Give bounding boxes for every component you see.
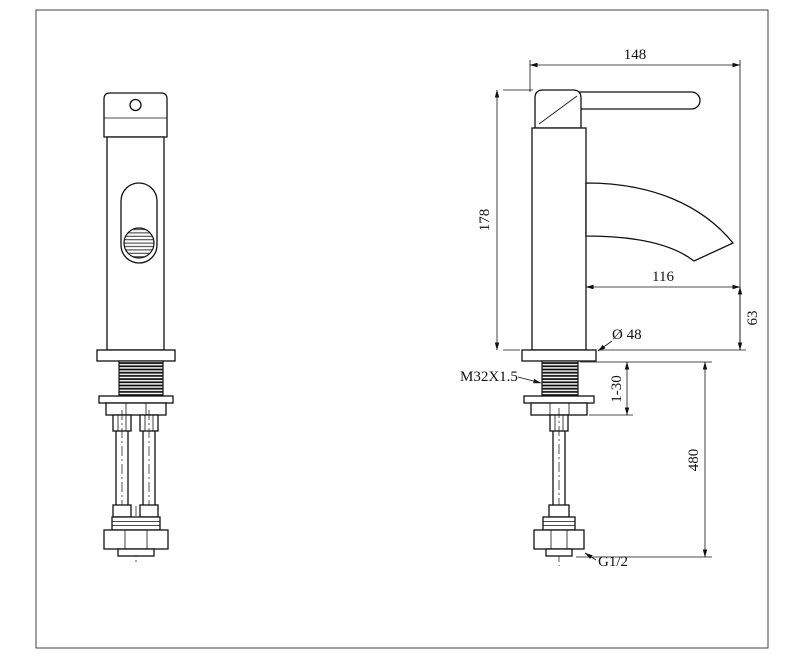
sheet-border (35, 9, 769, 649)
mounting-thread-side (541, 360, 579, 397)
side-view (521, 89, 735, 566)
hose-end-fitting-side (533, 504, 585, 557)
dim-overall-width: 148 (529, 47, 741, 350)
dim-hose-thread: G1/2 (584, 552, 628, 570)
hex-nut-front (103, 529, 169, 550)
dim-text-178: 178 (477, 209, 493, 232)
dim-outlet-height: 63 (598, 286, 761, 351)
dim-text-480: 480 (686, 449, 702, 472)
dim-mounting-thread: M32X1.5 (460, 369, 542, 385)
front-view (96, 92, 176, 562)
mounting-thread-front (118, 360, 164, 397)
washer-side (523, 395, 595, 404)
dim-text-diameter: Ø 48 (612, 327, 642, 343)
base-flange-front (96, 349, 176, 362)
hose-end-fitting-front (103, 504, 169, 562)
dim-clamp-range: 1-30 (580, 361, 712, 416)
washer-front (98, 395, 174, 404)
handle-cap (103, 92, 168, 138)
dim-text-thread: M32X1.5 (460, 369, 518, 385)
faucet-body-side (531, 127, 587, 351)
dim-text-116: 116 (652, 269, 674, 285)
handle-button (129, 98, 142, 112)
dim-text-148: 148 (624, 47, 647, 63)
dim-text-g12: G1/2 (598, 554, 628, 570)
dim-base-diameter: Ø 48 (597, 327, 642, 352)
aerator (123, 227, 155, 259)
hex-nut-side (533, 529, 585, 550)
dim-text-63: 63 (745, 311, 761, 326)
lock-nut-front (105, 402, 167, 416)
supply-hoses-front (115, 410, 156, 520)
dim-body-height: 178 (477, 89, 533, 351)
spout (585, 182, 735, 262)
dim-spout-reach: 116 (585, 269, 741, 290)
base-flange-side (521, 349, 597, 362)
dim-hose-length: 480 (576, 361, 712, 558)
hose-connectors-front (112, 414, 159, 432)
dim-text-clamp: 1-30 (609, 375, 625, 403)
dimension-annotations: 148 178 116 63 Ø 48 M32X1.5 (460, 47, 761, 570)
